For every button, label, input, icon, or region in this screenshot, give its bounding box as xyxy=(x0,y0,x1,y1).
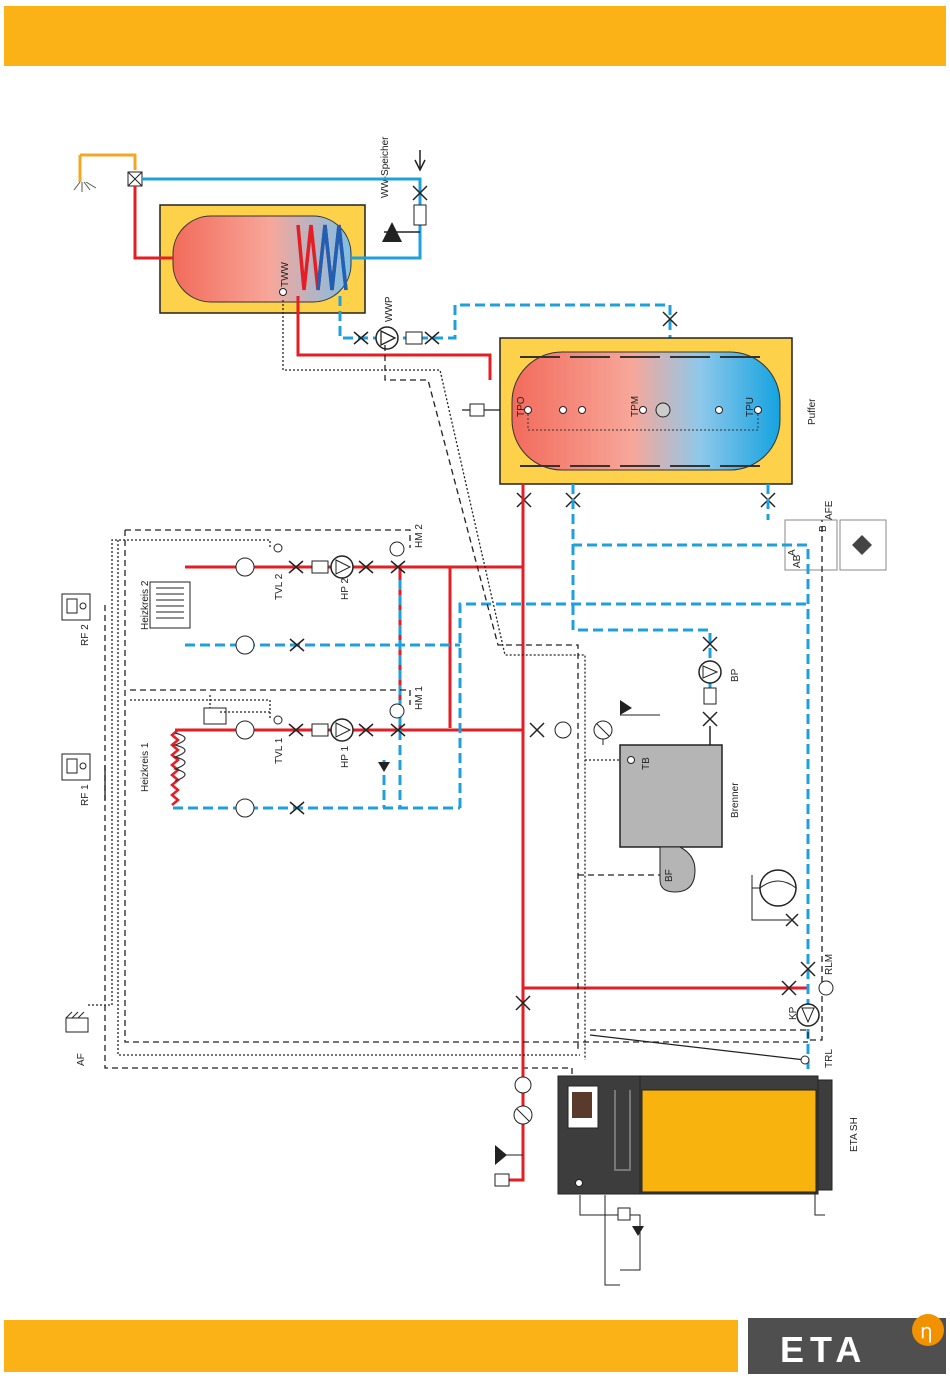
heizkreis-2-radiator xyxy=(150,582,190,628)
tpu-label: TPU xyxy=(745,397,756,417)
heizkreis-2-label: Heizkreis 2 xyxy=(140,580,151,630)
valve-icon xyxy=(517,493,775,507)
af-label: AF xyxy=(76,1053,87,1066)
rf-1-room-sensor xyxy=(62,754,90,780)
puffer-label: Puffer xyxy=(807,398,818,425)
trl-label: TRL xyxy=(824,1049,835,1068)
tvl-2-label: TVL 2 xyxy=(274,573,285,600)
brenner-label: Brenner xyxy=(730,782,741,818)
eta-logo: ETA η xyxy=(780,1314,944,1370)
tpo-label: TPO xyxy=(516,396,527,417)
valve-b-label: B xyxy=(818,525,829,532)
brenner-burner xyxy=(594,700,722,892)
eta-sh-label: ETA SH xyxy=(849,1117,860,1152)
tvl-1-label: TVL 1 xyxy=(274,737,285,764)
wwp-label: WWP xyxy=(384,296,395,322)
eta-sh-boiler xyxy=(558,1076,832,1215)
afe-label: AFE xyxy=(824,500,835,520)
rf-2-room-sensor xyxy=(62,594,90,620)
rf-2-label: RF 2 xyxy=(80,624,91,646)
valve-ab-label: AB xyxy=(792,554,803,568)
bf-label: BF xyxy=(664,869,675,882)
hp-2-label: HP 2 xyxy=(340,578,351,600)
rf-1-label: RF 1 xyxy=(80,784,91,806)
rlm-label: RLM xyxy=(824,954,835,975)
hp-1-label: HP 1 xyxy=(340,746,351,768)
shower-icon xyxy=(74,155,142,192)
tpm-label: TPM xyxy=(630,396,641,417)
bp-label: BP xyxy=(730,668,741,682)
kp-label: KP xyxy=(788,1006,799,1020)
ww-speicher-label: WW-Speicher xyxy=(380,136,391,198)
hp-2-pump xyxy=(236,542,405,654)
hm-2-label: HM 2 xyxy=(414,524,425,548)
tb-label: TB xyxy=(641,757,652,770)
expansion-vessel xyxy=(752,870,798,926)
logo-text: ETA xyxy=(780,1329,867,1370)
heizkreis-1-floor-heating xyxy=(172,730,185,805)
af-outdoor-sensor xyxy=(66,1012,88,1032)
hm-1-label: HM 1 xyxy=(414,686,425,710)
hp-1-pump xyxy=(204,704,405,817)
tww-label: TWW xyxy=(280,261,291,287)
hot-water-tank xyxy=(160,205,365,313)
logo-symbol: η xyxy=(920,1319,933,1343)
heizkreis-1-label: Heizkreis 1 xyxy=(140,742,151,792)
